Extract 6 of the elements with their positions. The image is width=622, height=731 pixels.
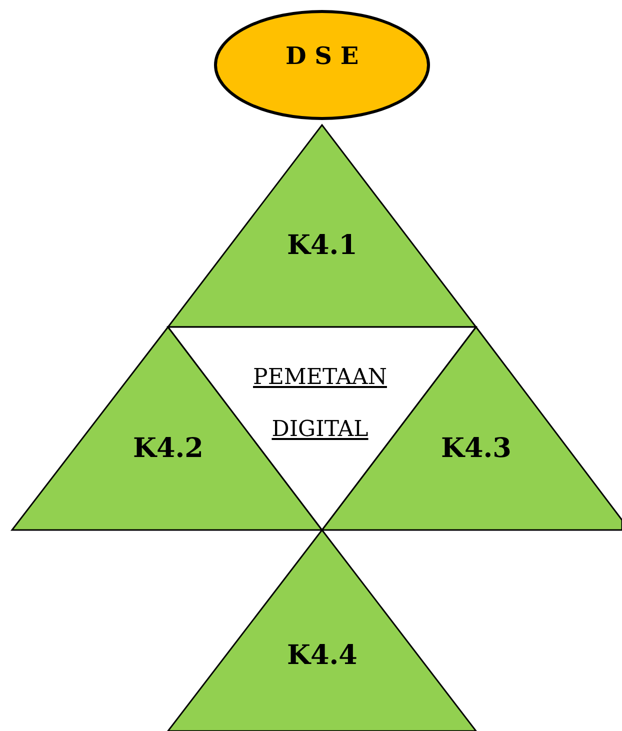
node-label: K4.2 — [133, 432, 204, 464]
node-label: K4.4 — [287, 640, 358, 670]
node-label: K4.1 — [287, 230, 358, 260]
node-label: D S E — [286, 40, 359, 70]
node-label: PEMETAAN DIGITAL — [252, 364, 388, 444]
node-label: K4.3 — [441, 432, 512, 464]
